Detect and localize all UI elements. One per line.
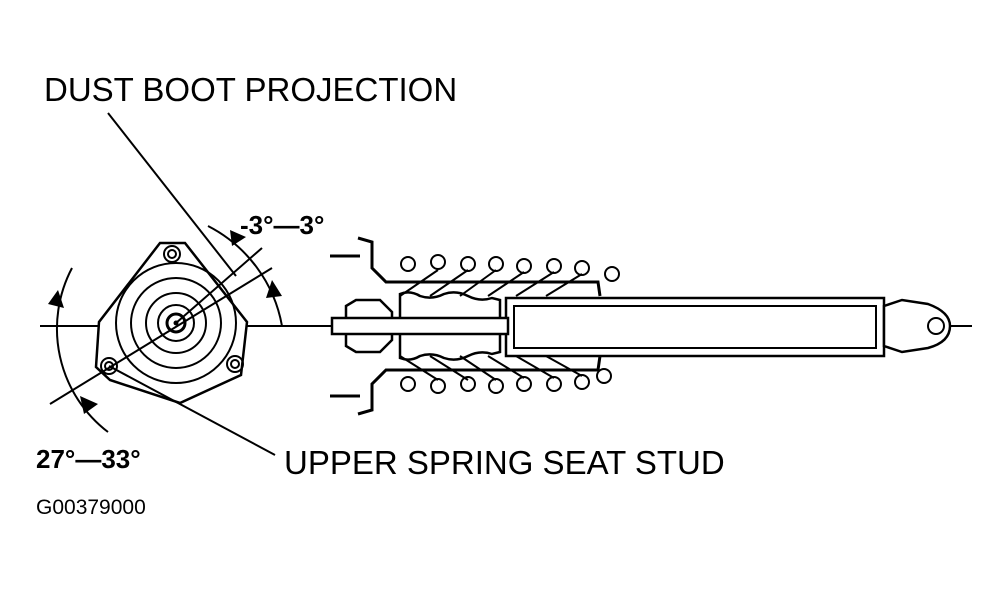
coil-spring-bottom <box>399 355 612 394</box>
dust-boot-leader <box>107 112 237 277</box>
lower-angle-arc <box>55 267 109 433</box>
dust-boot-ref-line <box>49 267 273 405</box>
mount-mid-ring <box>130 277 222 369</box>
figure-code-label: G00379000 <box>36 496 146 519</box>
lower-upper-seat <box>357 355 602 416</box>
lower-angle-label: 27°—33° <box>36 444 141 474</box>
coil-spring-top <box>399 254 620 297</box>
dust-boot-ref-line-2 <box>175 247 263 324</box>
shock-body-inner <box>513 305 877 349</box>
mount-outer-ring <box>115 262 237 384</box>
mount-bushing <box>157 304 195 342</box>
mount-stud-top <box>163 245 181 263</box>
spring-seat-leader <box>108 365 276 456</box>
lower-eye-hole <box>927 317 945 335</box>
mount-stud-right <box>226 355 244 373</box>
mount-plate <box>94 241 249 405</box>
dust-boot-label: DUST BOOT PROJECTION <box>44 71 457 108</box>
upper-angle-arc <box>207 225 283 327</box>
mount-inner-ring <box>145 292 207 354</box>
piston-rod <box>330 316 510 336</box>
mount-hub <box>165 312 187 334</box>
top-mount <box>94 241 249 405</box>
lower-arrow-top <box>48 290 64 308</box>
upper-arrow-left <box>230 230 246 246</box>
spring-seat-label: UPPER SPRING SEAT STUD <box>284 444 725 481</box>
upper-spring-seat <box>357 236 602 297</box>
upper-angle-label: -3°—3° <box>240 210 324 240</box>
lower-arrow-bottom <box>80 396 98 414</box>
strut-assembly <box>330 236 952 416</box>
lower-mount-eye <box>882 298 952 354</box>
upper-arrow-right <box>266 280 282 298</box>
